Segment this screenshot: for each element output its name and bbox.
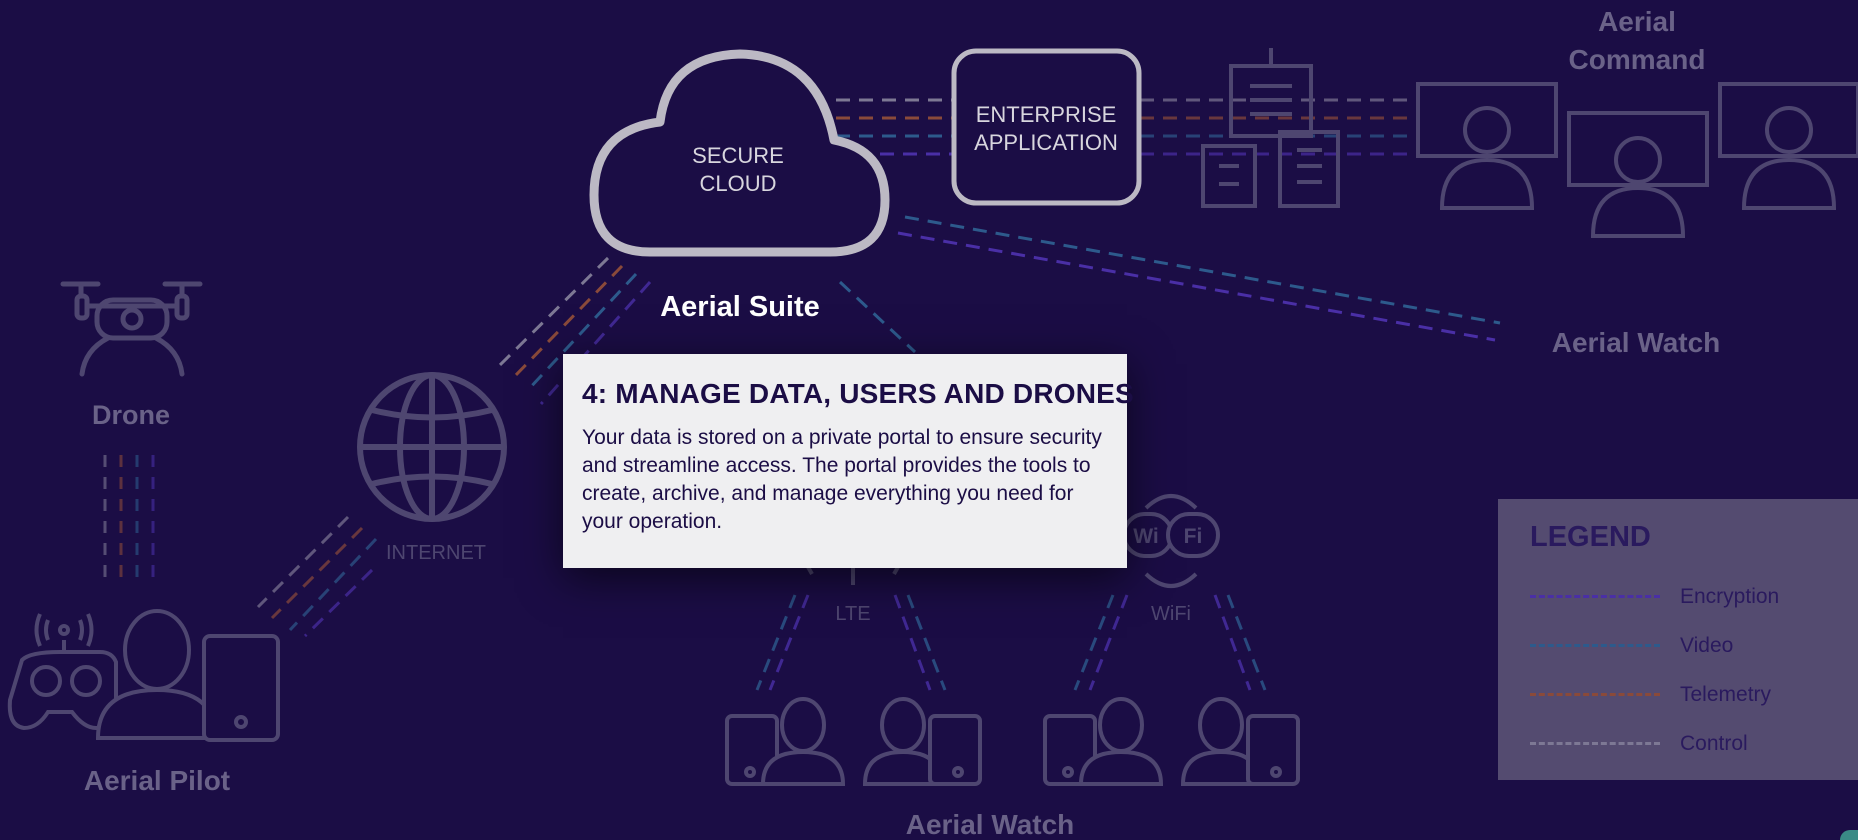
internet-label: INTERNET bbox=[386, 542, 486, 564]
user-tablet-icon bbox=[1043, 697, 1164, 786]
legend-label: Encryption bbox=[1680, 584, 1780, 608]
user-tablet-icon bbox=[725, 697, 846, 786]
monitor-user-icon bbox=[1416, 82, 1558, 210]
secure-cloud-label-2: CLOUD bbox=[699, 171, 776, 196]
globe-icon bbox=[357, 372, 507, 522]
building-icon bbox=[1201, 48, 1340, 208]
legend-label: Control bbox=[1680, 731, 1748, 755]
aerial-watch-bottom-label: Aerial Watch bbox=[906, 809, 1075, 840]
enterprise-label-2: APPLICATION bbox=[974, 130, 1118, 155]
connection-lines bbox=[103, 98, 1501, 691]
secure-cloud-icon: SECURE CLOUD bbox=[589, 49, 890, 257]
user-tablet-icon bbox=[1180, 697, 1300, 786]
controller-icon bbox=[7, 613, 118, 731]
wifi-badge-fi: Fi bbox=[1184, 525, 1203, 548]
legend-title: LEGEND bbox=[1530, 521, 1651, 553]
legend-item-control: Control bbox=[1530, 719, 1858, 768]
legend-swatch bbox=[1530, 693, 1660, 696]
drone-label: Drone bbox=[92, 400, 170, 430]
aerial-suite-label: Aerial Suite bbox=[660, 291, 820, 323]
aerial-pilot-label: Aerial Pilot bbox=[84, 765, 230, 796]
aerial-command-label-1: Aerial bbox=[1598, 6, 1676, 37]
drone-icon bbox=[60, 281, 203, 377]
legend-swatch bbox=[1530, 644, 1660, 647]
monitor-user-icon bbox=[1718, 82, 1858, 210]
legend-item-encryption: Encryption bbox=[1530, 572, 1858, 621]
info-popup: 4: MANAGE DATA, USERS AND DRONES Your da… bbox=[563, 354, 1134, 568]
enterprise-label-1: ENTERPRISE bbox=[976, 102, 1117, 127]
secure-cloud-label-1: SECURE bbox=[692, 143, 784, 168]
legend-swatch bbox=[1530, 595, 1660, 598]
lte-label: LTE bbox=[835, 603, 870, 625]
aerial-command-label-2: Command bbox=[1569, 44, 1706, 75]
corner-indicator bbox=[1840, 830, 1858, 840]
legend-item-video: Video bbox=[1530, 621, 1858, 670]
legend-label: Video bbox=[1680, 633, 1734, 657]
monitor-user-icon bbox=[1567, 111, 1709, 238]
wifi-badge-icon: Wi Fi bbox=[1122, 494, 1220, 588]
enterprise-application-box: ENTERPRISE APPLICATION bbox=[951, 48, 1142, 206]
aerial-watch-right-label: Aerial Watch bbox=[1552, 327, 1721, 358]
wifi-label: WiFi bbox=[1151, 603, 1191, 625]
legend-swatch bbox=[1530, 742, 1660, 745]
popup-title: 4: MANAGE DATA, USERS AND DRONES bbox=[582, 378, 1134, 409]
legend-item-telemetry: Telemetry bbox=[1530, 670, 1858, 719]
legend-label: Telemetry bbox=[1680, 682, 1772, 706]
tablet-icon bbox=[202, 634, 280, 742]
legend-panel: LEGEND Encryption Video Telemetry Contro… bbox=[1498, 499, 1858, 780]
wifi-badge-wi: Wi bbox=[1133, 525, 1158, 548]
user-tablet-icon bbox=[862, 697, 982, 786]
pilot-person-icon bbox=[95, 609, 219, 740]
popup-body: Your data is stored on a private portal … bbox=[582, 426, 1102, 533]
